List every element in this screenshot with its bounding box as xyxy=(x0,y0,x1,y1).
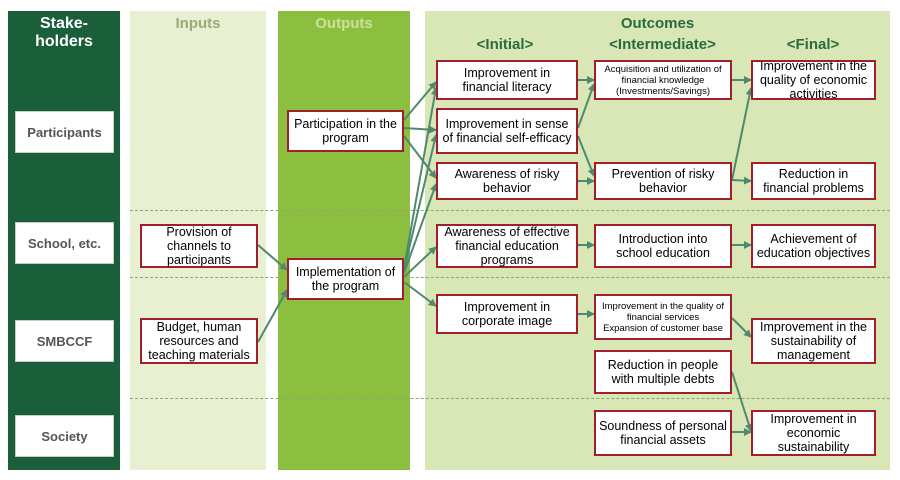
row-divider xyxy=(130,277,890,278)
inputs-header: Inputs xyxy=(175,15,221,32)
intermediate-multiple-debts: Reduction in people with multiple debts xyxy=(594,350,732,394)
stakeholder-society: Society xyxy=(15,415,114,457)
stakeholder-smbccf: SMBCCF xyxy=(15,320,114,362)
final-management-sustainability: Improvement in the sustainability of man… xyxy=(751,318,876,364)
initial-self-efficacy: Improvement in sense of financial self-e… xyxy=(436,108,578,154)
intermediate-sound-assets: Soundness of personal financial assets xyxy=(594,410,732,456)
outcomes-header: Outcomes xyxy=(620,15,695,32)
initial-risky-behavior: Awareness of risky behavior xyxy=(436,162,578,200)
stage-final: <Final> xyxy=(786,36,840,53)
outputs-header: Outputs xyxy=(315,15,373,32)
intermediate-school-introduction: Introduction into school education xyxy=(594,224,732,268)
input-provision-channels: Provision of channels to participants xyxy=(140,224,258,268)
initial-corporate-image: Improvement in corporate image xyxy=(436,294,578,334)
final-education-objectives: Achievement of education objectives xyxy=(751,224,876,268)
row-divider xyxy=(130,210,890,211)
stage-initial: <Initial> xyxy=(476,36,534,53)
stakeholder-school: School, etc. xyxy=(15,222,114,264)
final-economic-quality: Improvement in the quality of economic a… xyxy=(751,59,876,101)
output-implementation: Implementation of the program xyxy=(287,258,404,300)
row-divider xyxy=(130,398,890,399)
intermediate-service-quality: Improvement in the quality of financial … xyxy=(594,294,732,340)
final-reduction-problems: Reduction in financial problems xyxy=(751,162,876,200)
input-budget-resources: Budget, human resources and teaching mat… xyxy=(140,318,258,364)
stage-intermediate: <Intermediate> xyxy=(609,36,716,53)
intermediate-prevention-risky: Prevention of risky behavior xyxy=(594,162,732,200)
stakeholders-header: Stake- holders xyxy=(35,15,93,50)
outputs-column: Outputs xyxy=(278,11,410,470)
final-economic-sustainability: Improvement in economic sustainability xyxy=(751,410,876,456)
intermediate-knowledge-utilization: Acquisition and utilization of financial… xyxy=(594,60,732,100)
stakeholder-participants: Participants xyxy=(15,111,114,153)
initial-effective-programs: Awareness of effective financial educati… xyxy=(436,224,578,268)
initial-financial-literacy: Improvement in financial literacy xyxy=(436,60,578,100)
output-participation: Participation in the program xyxy=(287,110,404,152)
